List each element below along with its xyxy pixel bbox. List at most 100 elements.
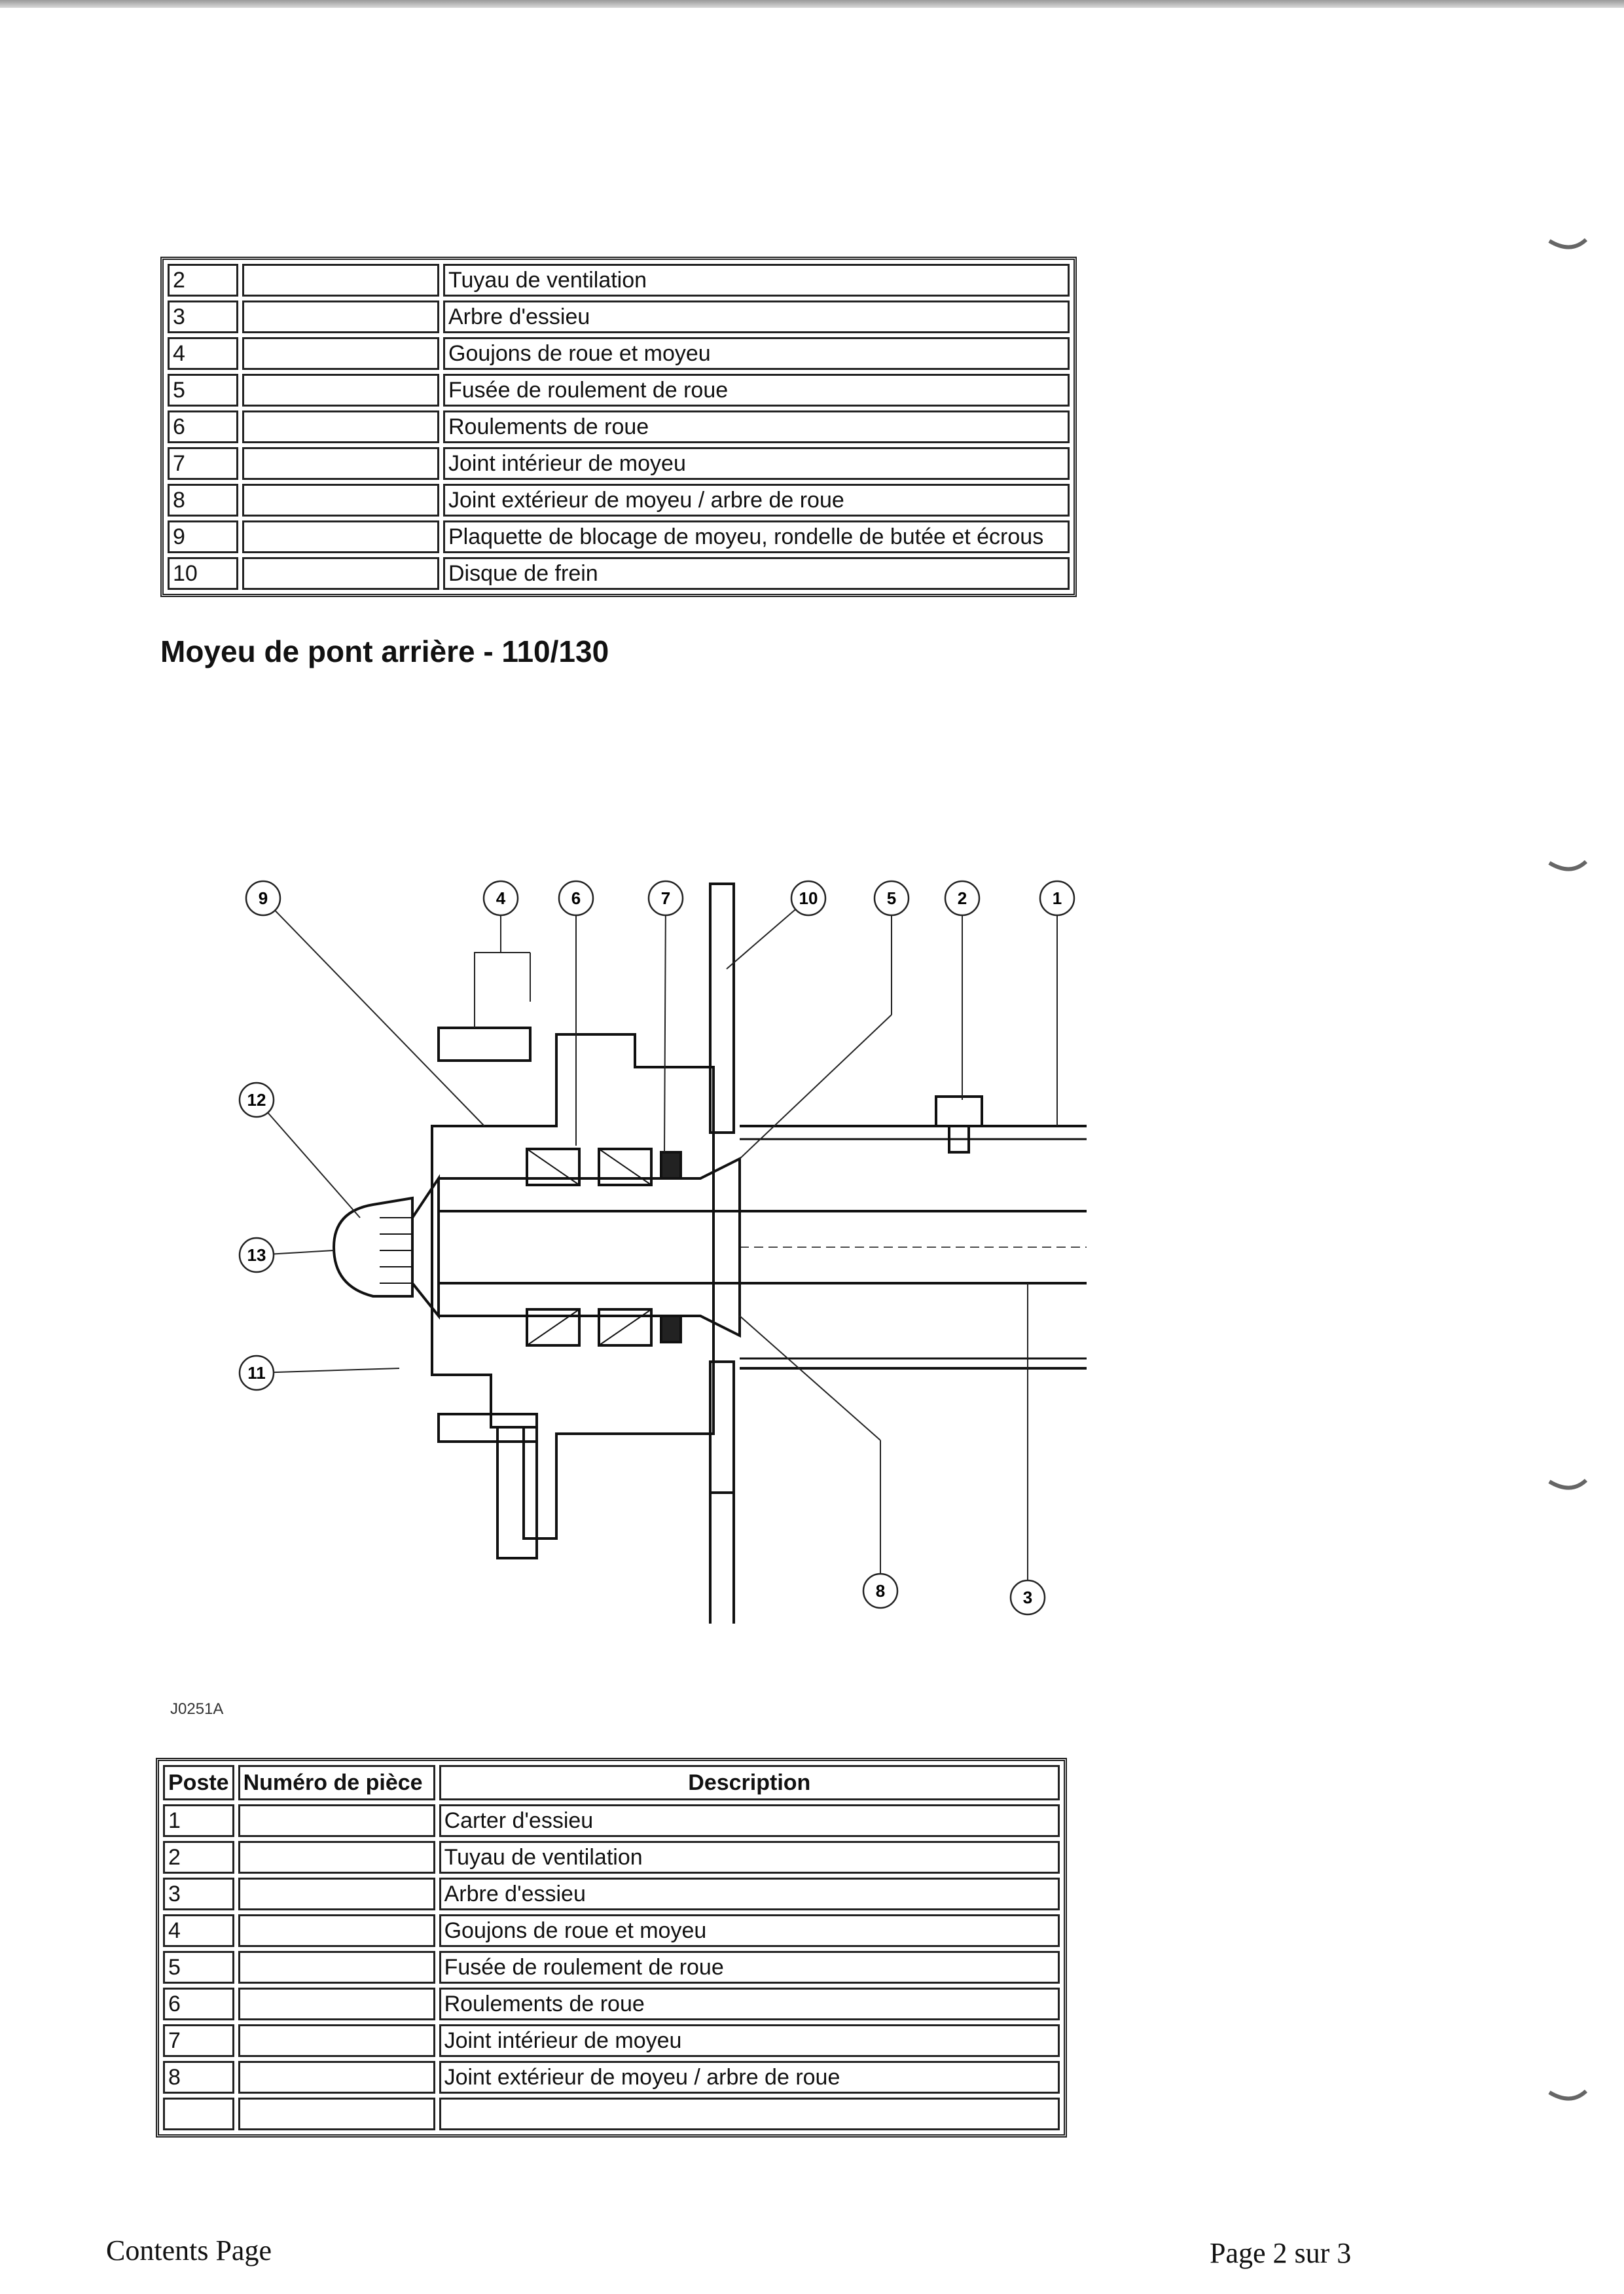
callout-label: 10: [799, 888, 818, 908]
inner-seal-top: [660, 1151, 682, 1180]
cell-poste: 1: [163, 1804, 234, 1837]
table-row: 2 Tuyau de ventilation: [163, 1841, 1060, 1874]
table-row: 6 Roulements de roue: [168, 410, 1070, 443]
bearing-inner-top: [526, 1148, 581, 1186]
callout-label: 12: [247, 1090, 266, 1110]
callout-circle: [238, 1355, 275, 1391]
table-row: 1 Carter d'essieu: [163, 1804, 1060, 1837]
brake-disc-upper: [709, 883, 735, 1134]
bearing-outer-bottom: [598, 1308, 653, 1347]
cell-numero: [242, 447, 439, 480]
table-row: 10 Disque de frein: [168, 557, 1070, 590]
callout-circle: [873, 880, 910, 917]
cell-description: Roulements de roue: [439, 1988, 1060, 2020]
parts-table-bottom-body: 1 Carter d'essieu 2 Tuyau de ventilation 3 Ar…: [163, 1804, 1060, 2130]
hub-cap: [332, 1196, 414, 1298]
callout-label: 11: [247, 1363, 266, 1383]
header-poste: Poste: [163, 1765, 234, 1800]
table-row: 6 Roulements de roue: [163, 1988, 1060, 2020]
cell-description: Carter d'essieu: [439, 1804, 1060, 1837]
table-row: 3 Arbre d'essieu: [163, 1878, 1060, 1910]
cell-description: Joint intérieur de moyeu: [443, 447, 1070, 480]
cell-poste: 7: [168, 447, 238, 480]
cell-description: Joint extérieur de moyeu / arbre de roue: [443, 484, 1070, 517]
cell-poste: 4: [168, 337, 238, 370]
cell-poste: 6: [163, 1988, 234, 2020]
callout-label: 7: [661, 888, 670, 908]
cell-numero: [242, 484, 439, 517]
cell-description: Disque de frein: [443, 557, 1070, 590]
cell-numero: [242, 337, 439, 370]
wheel-stud: [437, 1027, 532, 1062]
cell-numero: [238, 1841, 435, 1874]
table-row: 5 Fusée de roulement de roue: [163, 1951, 1060, 1984]
cell-description: Fusée de roulement de roue: [443, 374, 1070, 407]
cell-poste: 8: [168, 484, 238, 517]
drive-flange: [411, 1174, 440, 1320]
cell-description: Tuyau de ventilation: [439, 1841, 1060, 1874]
cell-poste: 5: [163, 1951, 234, 1984]
callout-label: 4: [496, 888, 506, 908]
table-row: 8 Joint extérieur de moyeu / arbre de rou…: [163, 2061, 1060, 2094]
header-description: Description: [439, 1765, 1060, 1800]
cell-description: Goujons de roue et moyeu: [443, 337, 1070, 370]
punch-hole-mark: [1548, 238, 1587, 249]
cell-description: Joint intérieur de moyeu: [439, 2024, 1060, 2057]
cell-poste: 4: [163, 1914, 234, 1947]
callout-circle: [862, 1573, 899, 1609]
cell-numero: [238, 2098, 435, 2130]
punch-hole-mark: [1548, 860, 1587, 871]
punch-hole-mark: [1548, 2089, 1587, 2101]
page-number: Page 2 sur 3: [1210, 2237, 1352, 2269]
table-row: [163, 2098, 1060, 2130]
cell-poste: 6: [168, 410, 238, 443]
table-row: 7 Joint intérieur de moyeu: [163, 2024, 1060, 2057]
cell-poste: 2: [163, 1841, 234, 1874]
cell-poste: [163, 2098, 234, 2130]
table-row: 4 Goujons de roue et moyeu: [163, 1914, 1060, 1947]
cell-poste: 2: [168, 264, 238, 297]
callout-circle: [238, 1237, 275, 1273]
brake-disc-lower: [709, 1360, 735, 1494]
scan-top-edge: [0, 0, 1624, 8]
callout-circle: [482, 880, 519, 917]
callout-circle: [1039, 880, 1075, 917]
bearing-outer-top: [598, 1148, 653, 1186]
callout-circle: [1009, 1579, 1046, 1616]
cell-numero: [242, 557, 439, 590]
cell-poste: 3: [163, 1878, 234, 1910]
callout-circle: [790, 880, 827, 917]
cell-numero: [238, 2061, 435, 2094]
cell-description: Goujons de roue et moyeu: [439, 1914, 1060, 1947]
table-row: 8 Joint extérieur de moyeu / arbre de rou…: [168, 484, 1070, 517]
cell-poste: 8: [163, 2061, 234, 2094]
cell-description: Roulements de roue: [443, 410, 1070, 443]
cell-description: Joint extérieur de moyeu / arbre de roue: [439, 2061, 1060, 2094]
callout-circle: [245, 880, 281, 917]
cell-numero: [238, 1878, 435, 1910]
cell-numero: [242, 410, 439, 443]
callout-label: 13: [247, 1245, 266, 1265]
cell-numero: [238, 1914, 435, 1947]
cell-poste: 9: [168, 520, 238, 553]
cell-poste: 3: [168, 300, 238, 333]
punch-hole-mark: [1548, 1478, 1587, 1490]
table-row: 7 Joint intérieur de moyeu: [168, 447, 1070, 480]
cell-description: Arbre d'essieu: [439, 1878, 1060, 1910]
cell-description: Fusée de roulement de roue: [439, 1951, 1060, 1984]
contents-page-link[interactable]: Contents Page: [106, 2234, 272, 2267]
cell-numero: [242, 374, 439, 407]
cell-description: Tuyau de ventilation: [443, 264, 1070, 297]
cell-poste: 7: [163, 2024, 234, 2057]
callout-label: 9: [259, 888, 268, 908]
cell-numero: [238, 2024, 435, 2057]
cell-poste: 10: [168, 557, 238, 590]
section-heading: Moyeu de pont arrière - 110/130: [160, 634, 609, 668]
callout-label: 2: [958, 888, 967, 908]
bearing-spindle: [439, 1156, 741, 1338]
figure-reference: J0251A: [170, 1700, 224, 1718]
